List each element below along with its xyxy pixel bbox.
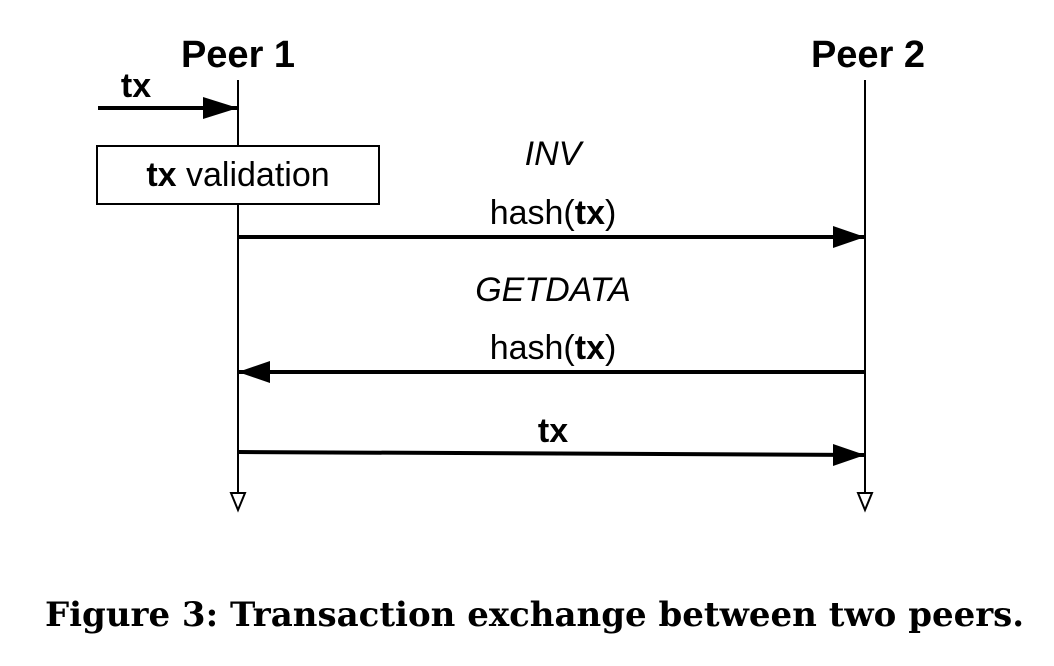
message-inv-title: INV	[525, 135, 585, 173]
message-inv-suffix: )	[605, 194, 616, 232]
message-getdata-title: GETDATA	[475, 271, 631, 309]
message-inv-prefix: hash(	[490, 194, 576, 232]
message-getdata-bold: tx	[575, 329, 605, 367]
incoming-tx-arrowhead	[203, 97, 238, 119]
tx-validation-text: tx validation	[146, 156, 329, 194]
peer1-lifeline-end-arrow	[229, 492, 247, 513]
incoming-tx-label: tx	[121, 67, 151, 105]
peer2-label: Peer 2	[811, 34, 925, 76]
message-inv-payload: hash(tx)	[490, 194, 617, 232]
message-tx-arrowhead	[833, 444, 865, 466]
peer1-label: Peer 1	[181, 34, 295, 76]
tx-validation-rest: validation	[177, 156, 330, 194]
message-tx-arrow	[237, 450, 866, 457]
message-getdata-payload: hash(tx)	[490, 329, 617, 367]
message-getdata-suffix: )	[605, 329, 616, 367]
tx-validation-bold: tx	[146, 156, 176, 194]
message-inv-bold: tx	[575, 194, 605, 232]
figure-caption: Figure 3: Transaction exchange between t…	[45, 595, 1024, 635]
message-getdata-arrowhead	[238, 361, 270, 383]
tx-validation-box	[96, 145, 380, 205]
message-getdata-prefix: hash(	[490, 329, 576, 367]
message-inv-arrowhead	[833, 226, 865, 248]
message-tx-label: tx	[538, 412, 568, 450]
peer2-lifeline-end-arrow	[856, 492, 874, 513]
